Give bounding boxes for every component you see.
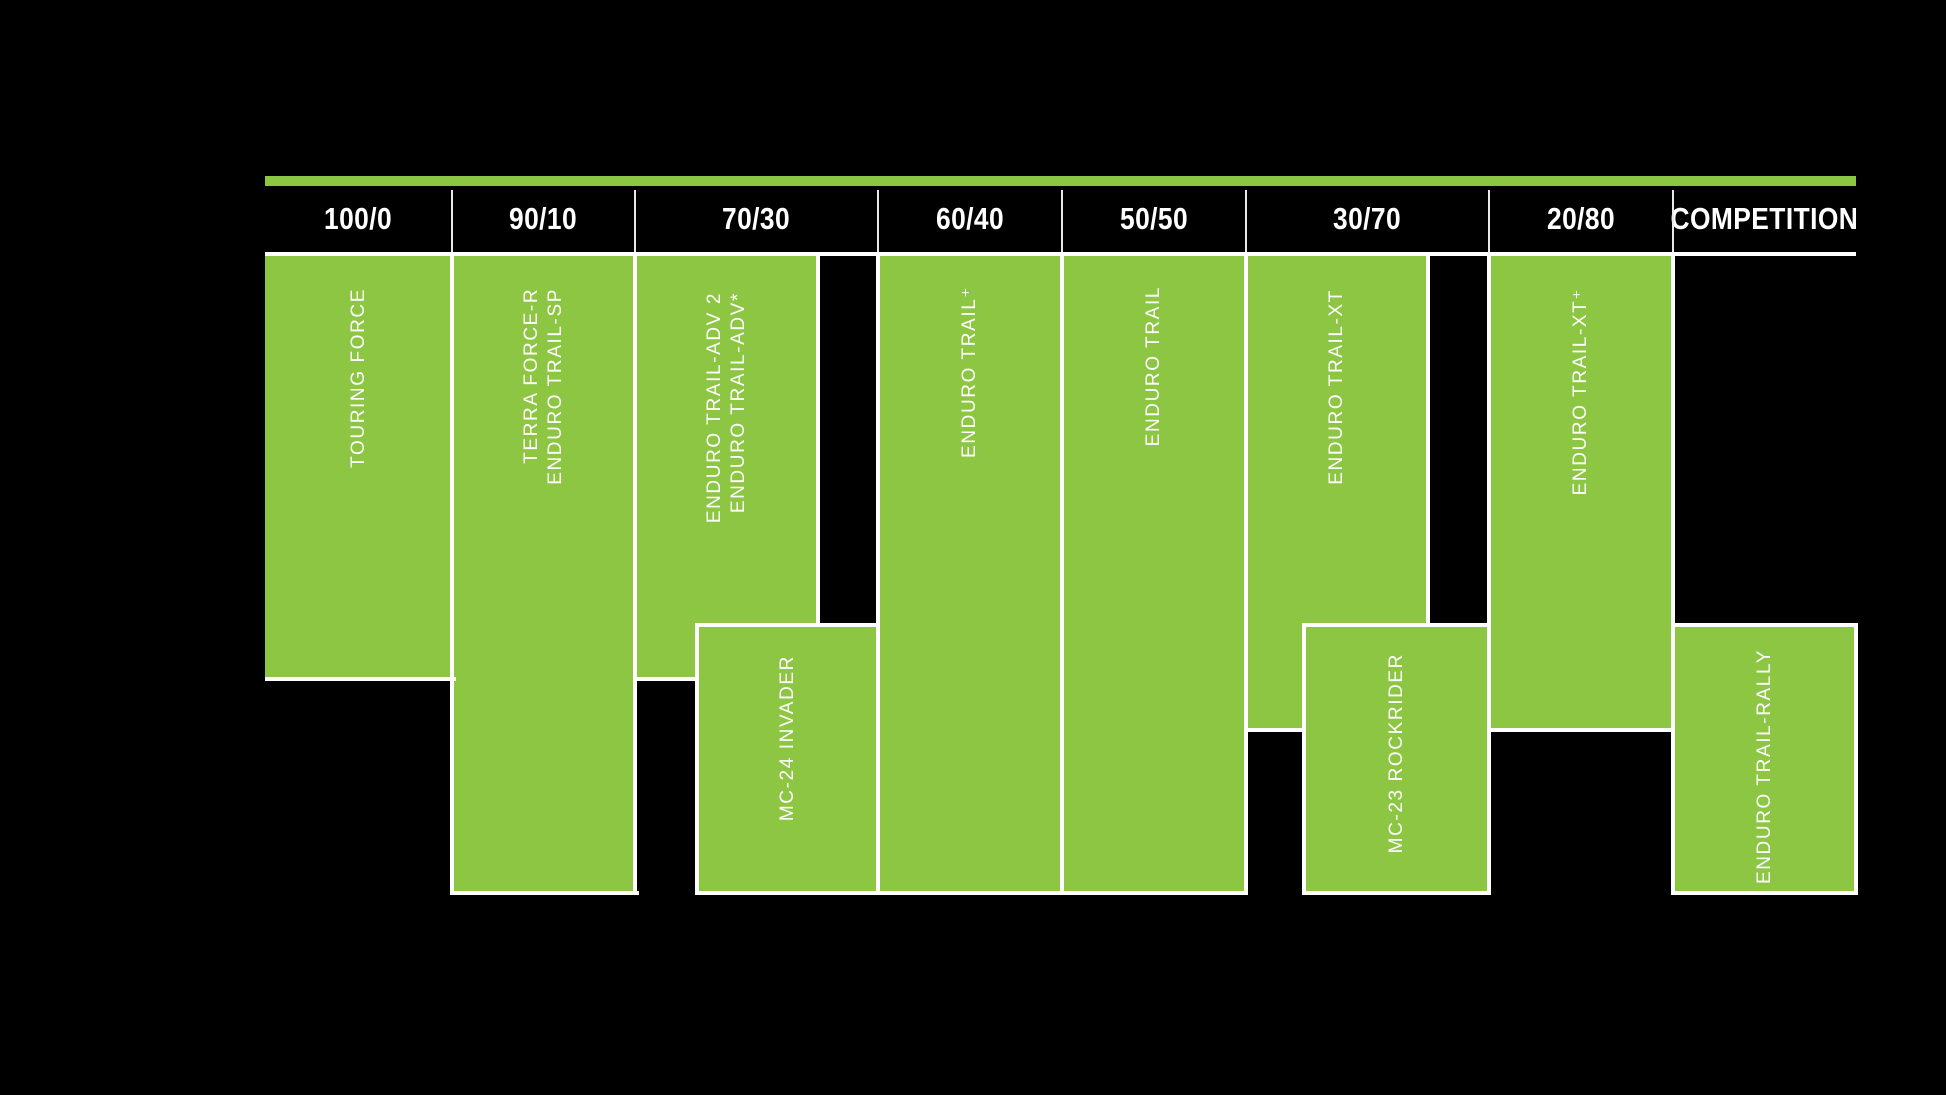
block-label: ENDURO TRAIL-RALLY [1753, 649, 1775, 885]
block-enduro-trail-xt: ENDURO TRAIL-XT [1246, 256, 1428, 623]
separator-line [450, 891, 639, 895]
block-label: ENDURO TRAIL⁺ [959, 286, 980, 458]
block-enduro-trail-xt-plus: ENDURO TRAIL-XT⁺ [1489, 256, 1673, 730]
header-separator [1245, 190, 1247, 252]
header-label: 60/40 [935, 201, 1005, 236]
header-cell-60-40: 60/40 [878, 186, 1062, 252]
header-cell-competition: COMPETITION [1670, 186, 1859, 252]
block-label: TERRA FORCE-R ENDURO TRAIL-SP [520, 288, 566, 485]
header-separator [634, 190, 636, 252]
block-label-wrap: ENDURO TRAIL-ADV 2 ENDURO TRAIL-ADV* [635, 292, 818, 523]
header-cell-20-80: 20/80 [1489, 186, 1673, 252]
header-separator [1488, 190, 1490, 252]
header-label: 70/30 [722, 201, 791, 236]
header-separator [451, 190, 453, 252]
block-label: TOURING FORCE [347, 288, 369, 468]
separator-line [1487, 728, 1675, 732]
block-label-wrap: ENDURO TRAIL-XT [1246, 289, 1428, 485]
separator-line [633, 252, 637, 895]
header-label: 100/0 [324, 201, 393, 236]
header-cell-50-50: 50/50 [1062, 186, 1246, 252]
separator-line [695, 891, 1248, 895]
separator-line [1854, 623, 1858, 895]
separator-line [1302, 891, 1491, 895]
block-label-wrap: TERRA FORCE-R ENDURO TRAIL-SP [452, 288, 635, 485]
separator-line [1671, 252, 1675, 895]
block-label: ENDURO TRAIL-XT⁺ [1570, 288, 1591, 496]
block-label: ENDURO TRAIL-XT [1326, 289, 1347, 485]
separator-line [450, 252, 454, 895]
header-label: 20/80 [1546, 201, 1616, 236]
block-label-wrap: ENDURO TRAIL [1062, 286, 1246, 446]
header-label: 50/50 [1119, 201, 1189, 236]
block-label-wrap: ENDURO TRAIL-RALLY [1673, 649, 1856, 884]
header-separator [1061, 190, 1063, 252]
block-label: MC-24 INVADER [776, 655, 798, 822]
header-label: 30/70 [1333, 201, 1402, 236]
header-cell-90-10: 90/10 [452, 186, 635, 252]
separator-line [1426, 252, 1430, 627]
separator-line [1487, 252, 1491, 895]
separator-line [265, 677, 456, 681]
separator-line [1244, 728, 1306, 732]
separator-line [1244, 252, 1248, 895]
block-terra-force-r: TERRA FORCE-R ENDURO TRAIL-SP [452, 256, 635, 893]
header-label: COMPETITION [1670, 201, 1859, 236]
block-label-wrap: ENDURO TRAIL⁺ [878, 286, 1062, 458]
separator-line [876, 252, 880, 895]
separator-line [1302, 623, 1491, 627]
header-label: 90/10 [509, 201, 578, 236]
separator-line [1671, 623, 1858, 627]
block-mc24-invader: MC-24 INVADER [697, 627, 878, 893]
header-separator [877, 190, 879, 252]
separator-line [816, 252, 820, 627]
block-label: ENDURO TRAIL-ADV 2 ENDURO TRAIL-ADV* [703, 292, 749, 524]
block-label-wrap: ENDURO TRAIL-XT⁺ [1489, 288, 1673, 495]
block-label-wrap: MC-23 ROCKRIDER [1304, 653, 1489, 853]
separator-line [1671, 891, 1858, 895]
block-label: MC-23 ROCKRIDER [1385, 653, 1407, 854]
separator-line [633, 677, 699, 681]
block-enduro-trail-plus: ENDURO TRAIL⁺ [878, 256, 1062, 893]
separator-line [1060, 252, 1064, 895]
header-cell-70-30: 70/30 [635, 186, 878, 252]
separator-line [1302, 623, 1306, 895]
block-enduro-trail: ENDURO TRAIL [1062, 256, 1246, 893]
block-touring-force: TOURING FORCE [265, 256, 452, 679]
header-cell-100-0: 100/0 [265, 186, 452, 252]
block-label: ENDURO TRAIL [1143, 286, 1164, 447]
header-separator [1672, 190, 1674, 252]
top-accent-bar [265, 176, 1856, 186]
block-enduro-trail-adv: ENDURO TRAIL-ADV 2 ENDURO TRAIL-ADV* [635, 256, 818, 623]
separator-line [695, 623, 880, 627]
block-mc23-rockrider: MC-23 ROCKRIDER [1304, 627, 1489, 893]
separator-line [695, 623, 699, 895]
block-label-wrap: TOURING FORCE [265, 288, 452, 468]
block-label-wrap: MC-24 INVADER [697, 655, 878, 821]
header-cell-30-70: 30/70 [1246, 186, 1489, 252]
block-enduro-trail-rally: ENDURO TRAIL-RALLY [1673, 627, 1856, 893]
